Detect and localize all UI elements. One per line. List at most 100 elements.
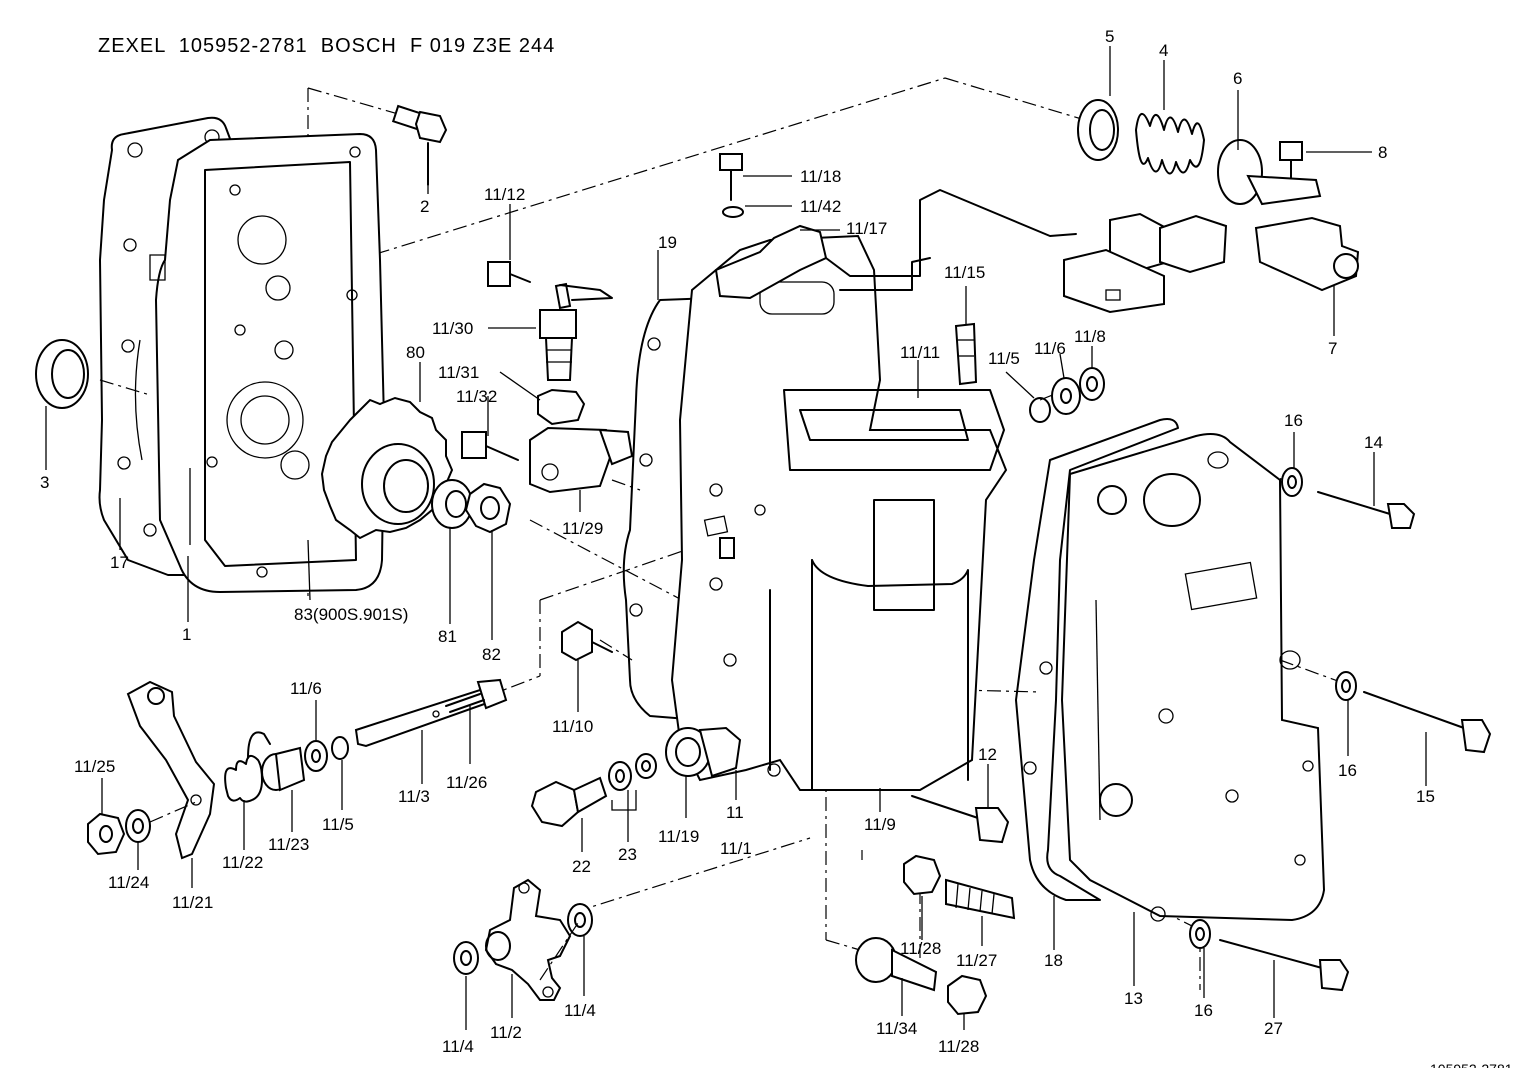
washer-part-16-bottom (1189, 919, 1211, 949)
label-part-11-12: 11/12 (484, 185, 525, 204)
label-part-11-21: 11/21 (172, 893, 213, 912)
label-part-16-top: 16 (1284, 411, 1303, 430)
bolt-part-27 (1219, 939, 1350, 992)
label-part-11-4-left: 11/4 (442, 1037, 474, 1056)
label-part-11-22: 11/22 (222, 853, 263, 872)
spring-part-4 (1135, 113, 1205, 175)
bolt-part-11-18 (719, 153, 743, 201)
label-part-17: 17 (110, 553, 129, 572)
label-part-11-15: 11/15 (944, 263, 985, 282)
label-part-11-34: 11/34 (876, 1019, 917, 1038)
bolt-part-14 (1317, 491, 1416, 529)
connector-part-11-15 (954, 322, 978, 386)
cover-part-13 (1060, 433, 1326, 922)
label-part-11-27: 11/27 (956, 951, 997, 970)
label-part-11-11: 11/11 (900, 343, 940, 362)
diagram-title: ZEXEL 105952-2781 BOSCH F 019 Z3E 244 (98, 35, 555, 57)
label-part-11: 11 (726, 803, 744, 822)
washer-part-11-6-upper (1051, 377, 1081, 415)
pin-part-11-26 (445, 693, 485, 713)
label-part-11-32: 11/32 (456, 387, 497, 406)
label-part-15: 15 (1416, 787, 1435, 806)
label-part-11-29: 11/29 (562, 519, 603, 538)
leader-lines (45, 46, 1427, 1030)
label-part-11-6-upper: 11/6 (1034, 339, 1066, 358)
sensor-bracket-part-7 (1254, 216, 1360, 292)
label-part-2: 2 (420, 197, 429, 216)
screw-part-11-12 (487, 261, 531, 287)
label-part-5: 5 (1105, 27, 1114, 46)
bolt-part-11-10 (561, 620, 613, 662)
label-part-6: 6 (1233, 69, 1242, 88)
label-part-13: 13 (1124, 989, 1143, 1008)
nut-part-82 (464, 482, 512, 534)
label-part-11-26: 11/26 (446, 773, 487, 792)
washer-part-81 (431, 479, 473, 529)
nut-part-11-25 (87, 812, 126, 856)
label-part-16-mid: 16 (1338, 761, 1357, 780)
nut-part-11-28-upper (903, 854, 942, 896)
label-part-11-10: 11/10 (552, 717, 593, 736)
label-part-11-24: 11/24 (108, 873, 149, 892)
label-part-19: 19 (658, 233, 677, 252)
seal-ring-part-3 (35, 339, 89, 409)
stud-part-11-27 (945, 878, 1016, 920)
label-part-8: 8 (1378, 143, 1387, 162)
bolt-part-12 (911, 795, 1010, 844)
label-part-11-8: 11/8 (1074, 327, 1106, 346)
drawing-number-footer: 105952-2781 (1430, 1061, 1513, 1068)
washer-part-11-42 (722, 206, 744, 218)
bushing-part-11-23 (261, 746, 306, 792)
nut-part-11-19 (665, 726, 742, 778)
gasket-part-19 (622, 297, 761, 721)
label-part-81: 81 (438, 627, 457, 646)
label-part-80: 80 (406, 343, 425, 362)
label-part-11-4-right: 11/4 (564, 1001, 596, 1020)
label-part-7: 7 (1328, 339, 1337, 358)
label-part-82: 82 (482, 645, 501, 664)
gasket-part-18 (1015, 418, 1179, 901)
seal-part-5 (1077, 99, 1119, 161)
label-part-3: 3 (40, 473, 49, 492)
label-part-27: 27 (1264, 1019, 1283, 1038)
label-part-22: 22 (572, 857, 591, 876)
bolt-part-2 (391, 104, 448, 186)
label-part-11-6-lower: 11/6 (290, 679, 322, 698)
label-part-14: 14 (1364, 433, 1383, 452)
lever-part-6 (1217, 139, 1322, 206)
label-part-4: 4 (1159, 41, 1168, 60)
screw-part-8 (1279, 141, 1303, 179)
washer-part-11-8 (1079, 367, 1105, 401)
shaft-part-11-3 (354, 678, 508, 748)
washer-part-16-mid (1335, 671, 1357, 701)
label-part-11-25: 11/25 (74, 757, 115, 776)
label-part-11-42: 11/42 (800, 197, 841, 216)
label-part-11-18: 11/18 (800, 167, 841, 186)
label-part-11-2: 11/2 (490, 1023, 522, 1042)
label-part-11-31: 11/31 (438, 363, 479, 382)
label-part-16-bottom: 16 (1194, 1001, 1213, 1020)
label-part-11-9: 11/9 (864, 815, 896, 834)
bolt-part-15 (1363, 691, 1492, 754)
label-part-83: 83(900S.901S) (294, 605, 408, 624)
washer-part-11-6-lower (304, 740, 328, 772)
label-part-11-5-upper: 11/5 (988, 349, 1020, 368)
label-part-1: 1 (182, 625, 191, 644)
label-part-11-30: 11/30 (432, 319, 473, 338)
bracket-part-11-29 (529, 426, 634, 494)
label-part-12: 12 (978, 745, 997, 764)
sensor-part-11-30 (539, 282, 613, 381)
lever-part-11-2 (484, 878, 572, 1001)
washer-part-23 (608, 753, 657, 811)
actuator-body-part-11 (670, 234, 1008, 791)
label-part-11-5-lower: 11/5 (322, 815, 354, 834)
label-part-11-3: 11/3 (398, 787, 430, 806)
washer-part-11-4-left (453, 941, 479, 975)
cable-harness-part-11-17 (714, 189, 1228, 314)
bolt-part-11-34 (855, 937, 938, 992)
bolt-part-22 (530, 776, 608, 828)
part-number-labels: 5 4 6 8 7 2 3 17 1 83(900S.901S) 81 82 8… (40, 27, 1513, 1068)
lever-part-11-21 (126, 680, 216, 860)
label-part-11-23: 11/23 (268, 835, 309, 854)
